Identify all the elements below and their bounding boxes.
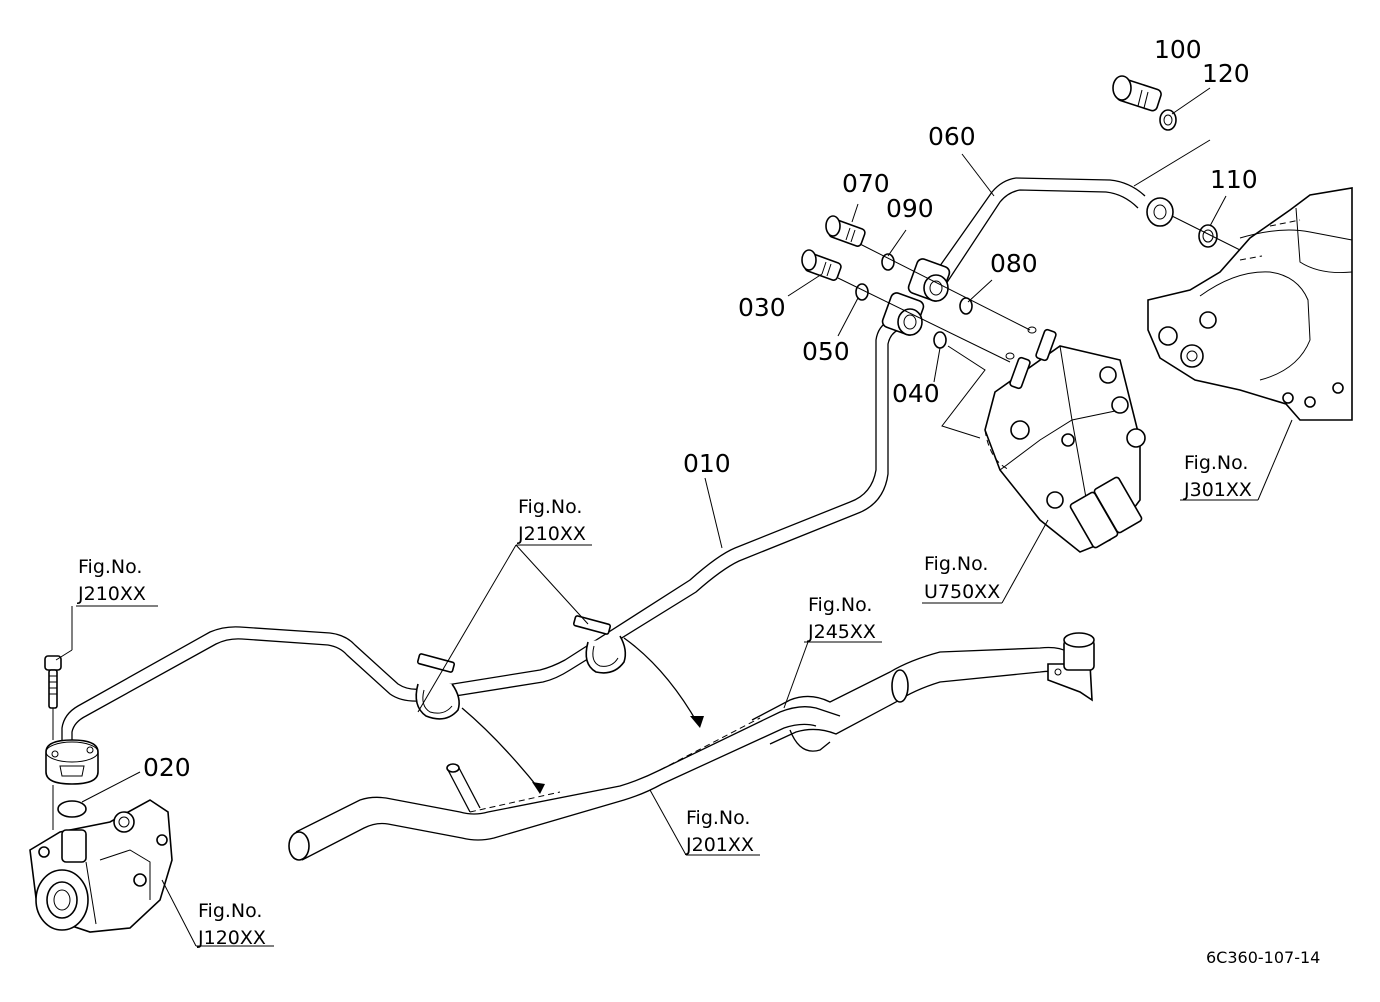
label-060: 060: [928, 122, 976, 151]
fig-label-j120: Fig.No.: [198, 900, 262, 922]
arrow-head: [532, 782, 545, 794]
leader-030: [787, 273, 823, 297]
assembly-arrow-center: [623, 637, 699, 725]
leader-fig-j245: [783, 641, 809, 709]
leader-010: [704, 477, 723, 549]
clamp-center: [572, 615, 627, 674]
return-pipe-stub: [446, 763, 481, 813]
fig-label-j245: Fig.No.: [808, 594, 872, 616]
leader-050: [837, 297, 859, 337]
fig-ref-j245: J245XX: [807, 621, 876, 643]
pipe-010: [61, 319, 899, 742]
pipe-j245: [751, 646, 1069, 752]
leader-040: [933, 347, 941, 383]
fig-ref-j201: J201XX: [685, 834, 754, 856]
axis-line: [837, 277, 1011, 363]
washer-040: [933, 331, 947, 349]
leader-fig-j210-left: [55, 649, 73, 661]
fig-label-j201: Fig.No.: [686, 807, 750, 829]
washer-120: [1159, 109, 1177, 131]
bolt-100: [1112, 75, 1162, 112]
label-120: 120: [1202, 59, 1250, 88]
leader-070: [851, 203, 859, 223]
label-090: 090: [886, 194, 934, 223]
label-020: 020: [143, 753, 191, 782]
leader-fig-j301: [1257, 419, 1293, 501]
fig-label-j210-left: Fig.No.: [78, 556, 142, 578]
fig-ref-j120: J120XX: [197, 927, 266, 949]
banjo-bolt-070: [825, 215, 866, 247]
leader-020: [81, 771, 141, 803]
leader-100: [1133, 139, 1211, 187]
label-040: 040: [892, 379, 940, 408]
pipe-flange: [45, 739, 99, 785]
axis-line: [1171, 215, 1241, 251]
label-080: 080: [990, 249, 1038, 278]
label-010: 010: [683, 449, 731, 478]
leader-060: [961, 153, 995, 197]
leader-fig-j120: [161, 879, 197, 947]
pipe-fitting: [1047, 632, 1095, 702]
leader-fig-j201: [649, 789, 687, 856]
o-ring-020: [57, 800, 87, 818]
fig-label-j210-center: Fig.No.: [518, 496, 582, 518]
fig-ref-u750: U750XX: [924, 581, 1000, 603]
label-030: 030: [738, 293, 786, 322]
fig-label-u750: Fig.No.: [924, 553, 988, 575]
banjo-bolt-030: [801, 249, 842, 281]
fig-label-j301: Fig.No.: [1184, 452, 1248, 474]
leader-040-valve: [941, 345, 986, 439]
leader-fig-u750: [1001, 519, 1049, 604]
pipe-060: [929, 177, 1174, 291]
flange-bolt: [44, 655, 62, 740]
washer-090: [881, 253, 895, 271]
label-050: 050: [802, 337, 850, 366]
leader-090: [887, 229, 907, 257]
drawing-code: 6C360-107-14: [1206, 948, 1320, 967]
washer-110: [1198, 224, 1218, 248]
hydraulic-pump: [29, 799, 173, 933]
label-110: 110: [1210, 165, 1258, 194]
banjo-body-upper: [907, 258, 951, 302]
control-valve: [984, 326, 1146, 553]
leader-110: [1209, 195, 1227, 227]
arrow-head: [690, 716, 704, 728]
leader-fig-j210-center: [515, 544, 589, 625]
banjo-body-lower: [881, 292, 925, 336]
axis-line: [859, 243, 1031, 331]
label-100: 100: [1154, 35, 1202, 64]
fig-ref-j301: J301XX: [1183, 479, 1252, 501]
hidden-pipe-line: [469, 717, 761, 813]
leader-120: [1171, 87, 1211, 115]
assembly-arrow-left: [461, 707, 541, 791]
pipe-j201: [288, 706, 841, 861]
fig-ref-j210-left: J210XX: [77, 583, 146, 605]
leader-fig-j210-center: [417, 544, 517, 713]
clamp-left: [415, 653, 460, 720]
fig-ref-j210-center: J210XX: [517, 523, 586, 545]
leader-080: [967, 279, 993, 303]
label-070: 070: [842, 169, 890, 198]
hydraulic-housing: [1147, 187, 1353, 421]
